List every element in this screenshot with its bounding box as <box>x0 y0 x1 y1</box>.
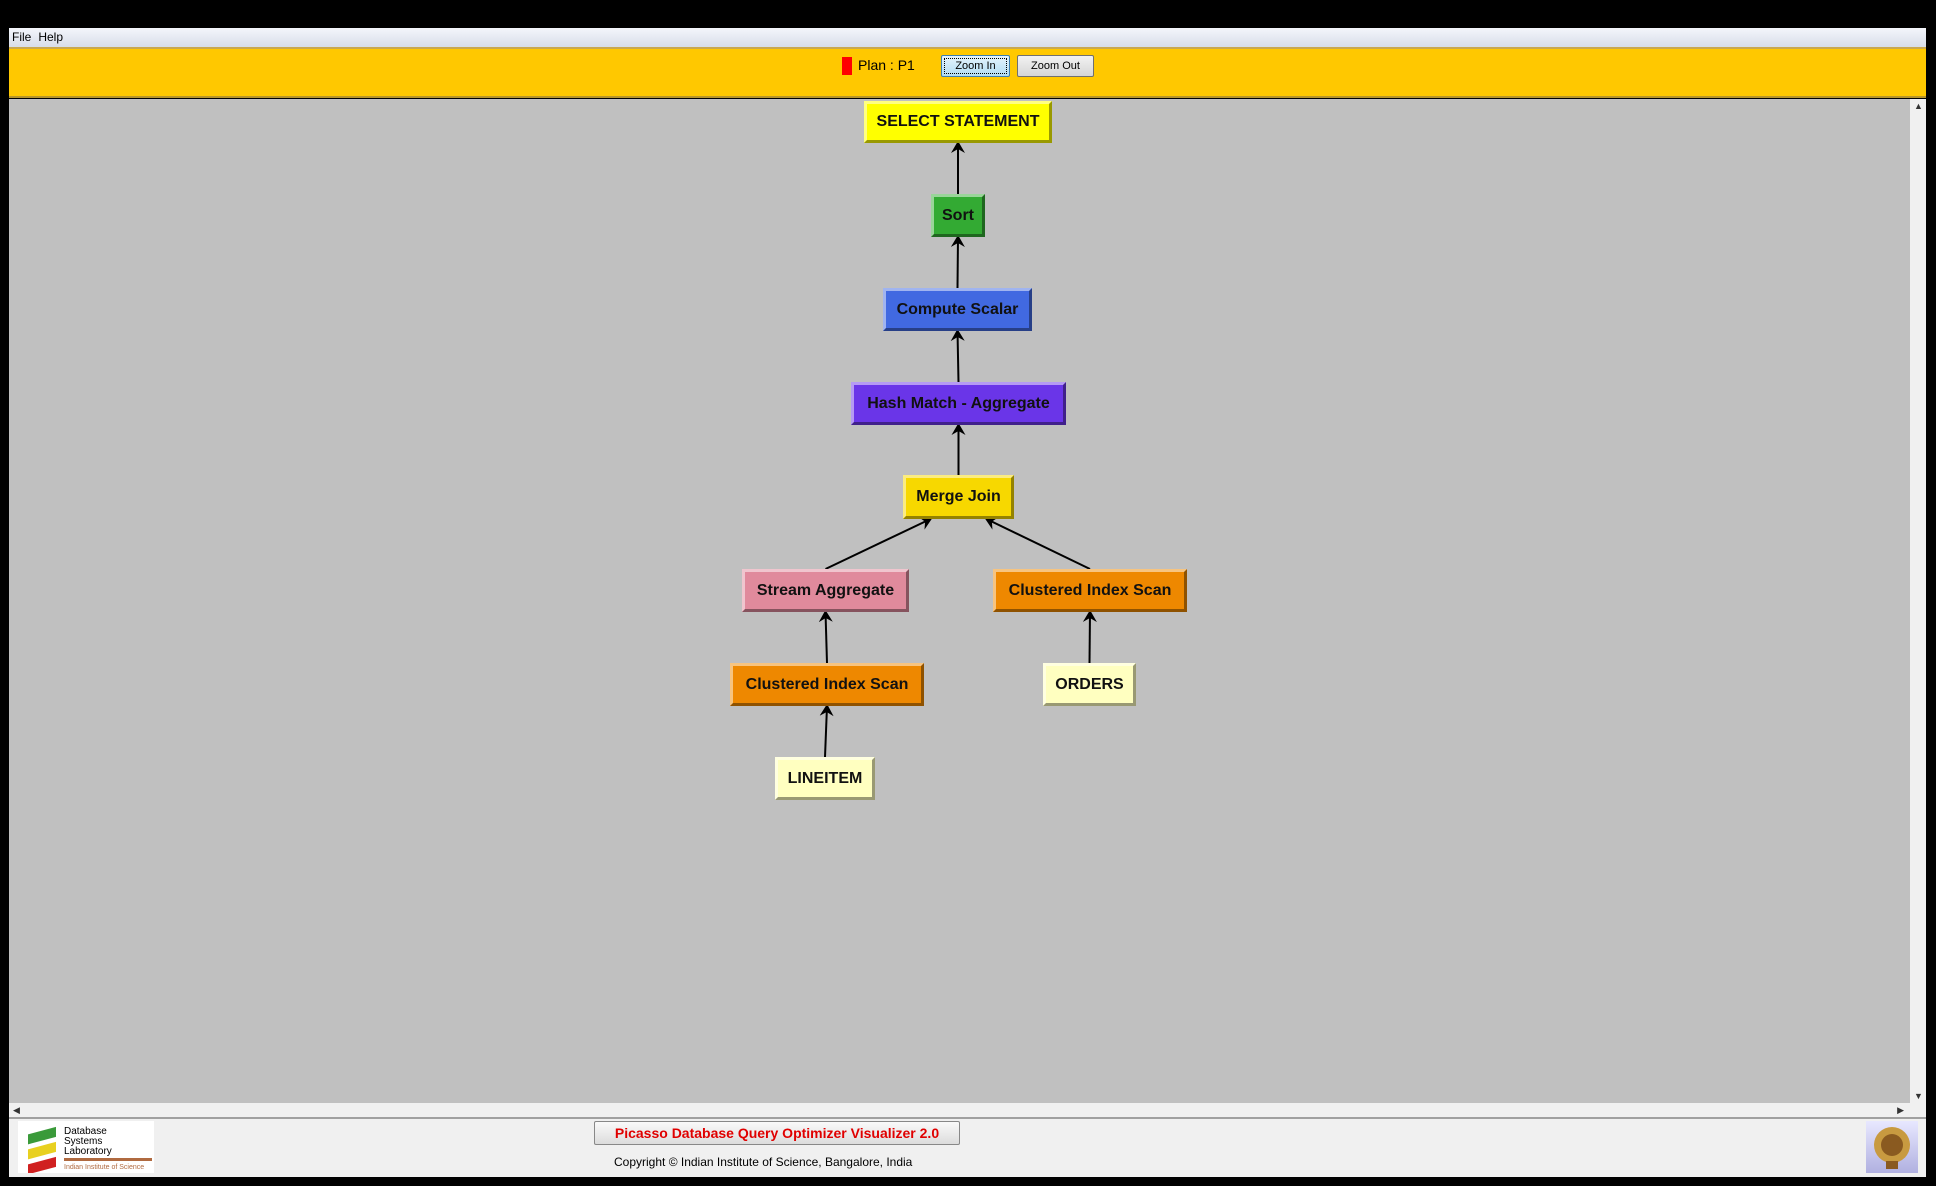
toolbar: Plan : P1 Zoom In Zoom Out <box>9 47 1926 98</box>
svg-text:Systems: Systems <box>64 1136 102 1147</box>
scroll-right-icon[interactable]: ▶ <box>1897 1105 1904 1115</box>
scroll-left-icon[interactable]: ◀ <box>13 1105 20 1115</box>
edge-hash-to-compute <box>950 329 965 383</box>
dsl-logo: Database Systems Laboratory Indian Insti… <box>18 1121 154 1175</box>
horizontal-scrollbar[interactable]: ◀▶ <box>9 1103 1926 1119</box>
scroll-up-icon[interactable]: ▲ <box>1914 101 1923 111</box>
scroll-down-icon[interactable]: ▼ <box>1914 1091 1923 1101</box>
edge-stream-to-merge <box>825 516 933 570</box>
edge-compute-to-sort <box>950 235 965 289</box>
plan-node-hash[interactable]: Hash Match - Aggregate <box>851 382 1066 425</box>
edge-cis_left-to-stream <box>818 610 833 664</box>
plan-edges <box>818 141 1097 758</box>
svg-text:Indian Institute of Science: Indian Institute of Science <box>64 1164 144 1171</box>
plan-node-merge[interactable]: Merge Join <box>903 475 1014 519</box>
edge-orders-to-cis_right <box>1082 610 1097 664</box>
edge-lineitem-to-cis_left <box>819 704 834 758</box>
menu-help[interactable]: Help <box>38 30 64 44</box>
copyright-text: Copyright © Indian Institute of Science,… <box>614 1155 913 1169</box>
plan-node-cis-right[interactable]: Clustered Index Scan <box>993 569 1187 612</box>
zoom-out-button[interactable]: Zoom Out <box>1017 55 1094 77</box>
plan-node-compute[interactable]: Compute Scalar <box>883 288 1032 331</box>
zoom-in-button[interactable]: Zoom In <box>941 55 1010 77</box>
app-title-button[interactable]: Picasso Database Query Optimizer Visuali… <box>594 1121 960 1145</box>
plan-node-stream[interactable]: Stream Aggregate <box>742 569 909 612</box>
plan-node-orders[interactable]: ORDERS <box>1043 663 1136 706</box>
plan-node-select[interactable]: SELECT STATEMENT <box>864 101 1052 143</box>
footer: Database Systems Laboratory Indian Insti… <box>9 1119 1926 1177</box>
svg-text:Laboratory: Laboratory <box>64 1146 112 1157</box>
plan-node-lineitem[interactable]: LINEITEM <box>775 757 875 800</box>
svg-text:Database: Database <box>64 1126 107 1137</box>
iisc-emblem-icon <box>1866 1121 1918 1173</box>
vertical-scrollbar[interactable]: ▲▼ <box>1910 99 1926 1103</box>
plan-label: Plan : P1 <box>858 57 915 73</box>
plan-node-sort[interactable]: Sort <box>931 194 985 237</box>
menu-bar: File Help <box>9 28 1926 47</box>
plan-node-cis-left[interactable]: Clustered Index Scan <box>730 663 924 706</box>
menu-file[interactable]: File <box>12 30 32 44</box>
plan-color-swatch <box>842 57 852 75</box>
edge-cis_right-to-merge <box>984 517 1091 570</box>
